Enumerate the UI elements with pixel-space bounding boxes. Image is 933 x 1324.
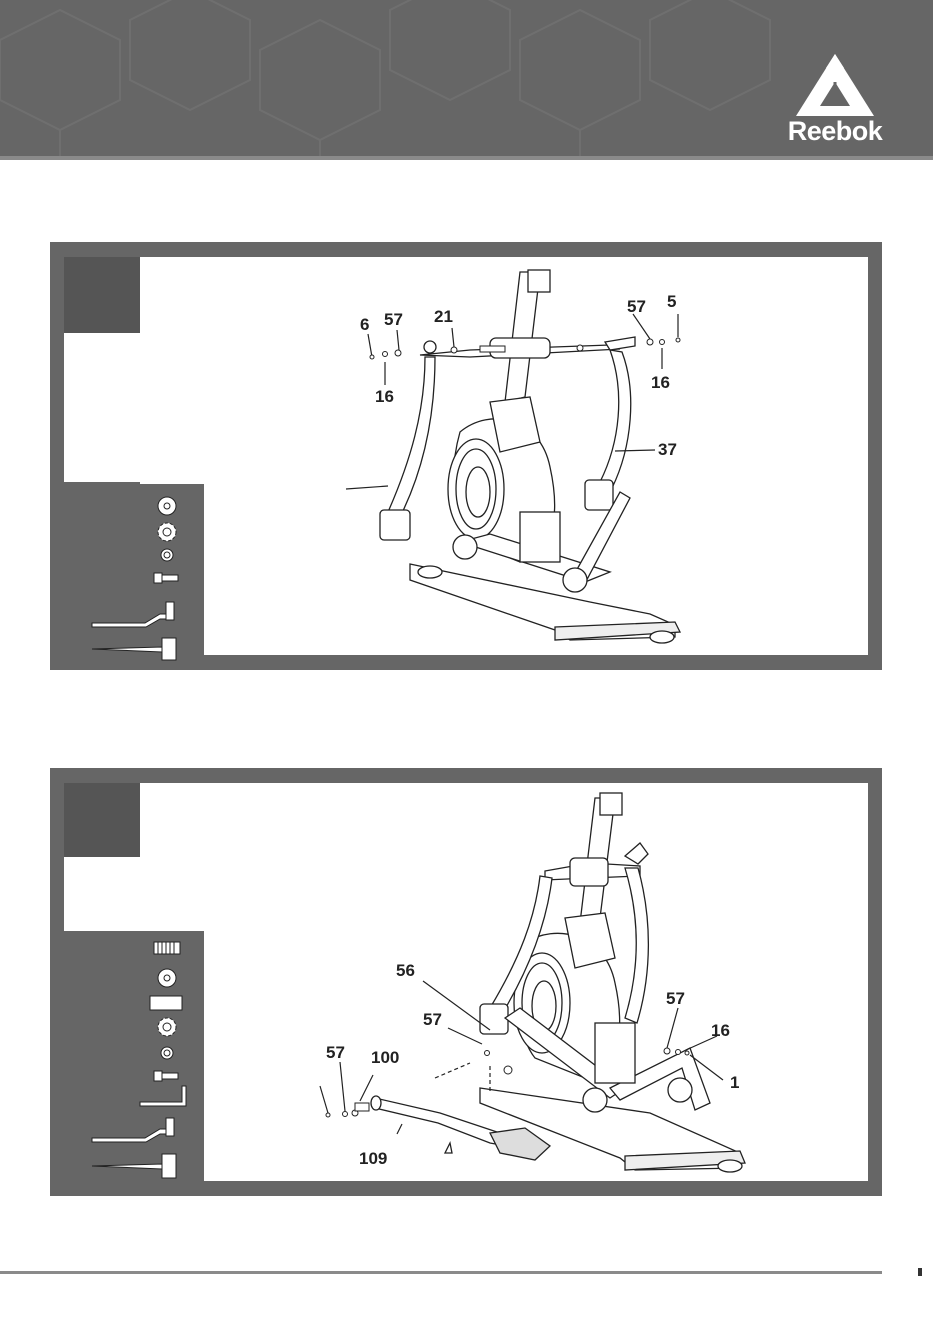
page-header: Reebok [0,0,933,160]
callout-16-right: 16 [651,373,670,392]
bolt-icon [154,1071,178,1081]
brand-wordmark: Reebok [780,116,890,147]
callout-100: 100 [371,1048,399,1067]
reebok-logo: Reebok [780,48,890,148]
elliptical-frame [380,270,680,643]
screwdriver-icon [92,1154,176,1178]
step-2-drawing: 56 57 57 100 109 57 16 1 [50,768,882,1196]
nut-icon [161,549,173,561]
callout-6: 6 [360,315,369,334]
step-1-panel: 6 57 21 57 5 16 16 37 [50,242,882,670]
spring-washer-icon [158,523,176,541]
spring-washer-icon [158,1018,176,1036]
bushing-icon [150,996,182,1010]
callout-1: 1 [730,1073,739,1092]
bolt-icon [154,573,178,583]
washer-icon [158,969,176,987]
washer-icon [158,497,176,515]
callout-21: 21 [434,307,453,326]
callout-109: 109 [359,1149,387,1168]
spanner-icon [92,1118,174,1142]
footer-rule [0,1271,882,1274]
allen-key-icon [140,1086,186,1106]
callout-57-left: 57 [326,1043,345,1062]
callout-57-center: 57 [423,1010,442,1029]
callout-37: 37 [658,440,677,459]
step-2-panel: 56 57 57 100 109 57 16 1 [50,768,882,1196]
spanner-icon [92,638,176,660]
callout-16: 16 [711,1021,730,1040]
callout-5: 5 [667,292,676,311]
callout-16-left: 16 [375,387,394,406]
callout-56: 56 [396,961,415,980]
nut-icon [161,1047,173,1059]
allen-key-icon [92,602,174,627]
callout-57-right: 57 [666,989,685,1008]
page-number-mark [918,1268,922,1276]
reebok-delta-icon [780,48,890,118]
elliptical-frame-with-pedal [371,793,745,1172]
callout-57-left: 57 [384,310,403,329]
callout-57-right: 57 [627,297,646,316]
threaded-bolt-icon [154,942,180,954]
step-1-drawing: 6 57 21 57 5 16 16 37 [50,242,882,670]
header-bottom-edge [0,156,933,160]
